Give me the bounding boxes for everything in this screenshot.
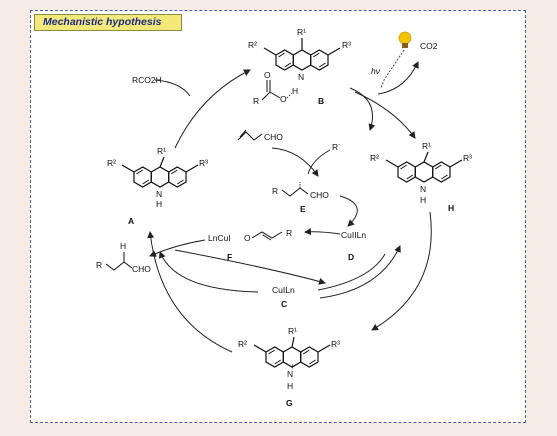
structure-F: LnCuI O R F bbox=[208, 228, 292, 262]
structure-H: R¹ R² R³ N H H bbox=[370, 141, 472, 213]
G-n: N bbox=[287, 369, 293, 379]
structure-G: R¹ R² R³ N + H G bbox=[238, 326, 340, 408]
structure-C: CuILn C bbox=[272, 285, 295, 309]
acrolein-cho: CHO bbox=[264, 132, 283, 142]
structure-A: R¹ R² R³ N H A bbox=[107, 146, 208, 226]
G-r1: R¹ bbox=[288, 326, 297, 336]
A-r3: R³ bbox=[199, 158, 208, 168]
D-label: D bbox=[348, 252, 354, 262]
B-r1: R¹ bbox=[297, 27, 306, 37]
B-o: O bbox=[264, 70, 271, 80]
H-label: H bbox=[448, 203, 454, 213]
G-r3: R³ bbox=[331, 339, 340, 349]
A-r1: R¹ bbox=[157, 146, 166, 156]
H-h: H bbox=[420, 195, 426, 205]
A-label: A bbox=[128, 216, 134, 226]
B-r3: R³ bbox=[342, 40, 351, 50]
product-r: R bbox=[96, 260, 102, 270]
H-r3: R³ bbox=[463, 153, 472, 163]
G-label: G bbox=[286, 398, 293, 408]
C-label: C bbox=[281, 299, 287, 309]
B-h: H bbox=[292, 86, 298, 96]
F-lncu: LnCuI bbox=[208, 233, 231, 243]
F-r: R bbox=[286, 228, 292, 238]
G-plus: + bbox=[290, 361, 295, 371]
diagram-frame bbox=[30, 10, 526, 423]
B-r: R bbox=[253, 96, 259, 106]
H-r2: R² bbox=[370, 153, 379, 163]
C-text: CuILn bbox=[272, 285, 295, 295]
E-r: R bbox=[272, 186, 278, 196]
structure-B: R¹ R² R³ N H R O O B bbox=[248, 27, 351, 106]
radical-label: R˙ bbox=[332, 142, 341, 152]
co2-label: CO2 bbox=[420, 41, 438, 51]
product-cho: CHO bbox=[132, 264, 151, 274]
G-r2: R² bbox=[238, 339, 247, 349]
A-r2: R² bbox=[107, 158, 116, 168]
D-text: CuIILn bbox=[341, 230, 366, 240]
structure-D: CuIILn D bbox=[341, 230, 366, 262]
product-h: H bbox=[120, 241, 126, 251]
A-h: H bbox=[156, 199, 162, 209]
F-o: O bbox=[244, 233, 251, 243]
E-label: E bbox=[300, 204, 306, 214]
hv-label: hν bbox=[371, 66, 381, 76]
G-h: H bbox=[287, 381, 293, 391]
B-label: B bbox=[318, 96, 324, 106]
F-label: F bbox=[227, 252, 232, 262]
rco2h-label: RCO2H bbox=[132, 75, 162, 85]
product-aldehyde: R H CHO bbox=[96, 241, 151, 274]
B-r2: R² bbox=[248, 40, 257, 50]
H-n: N bbox=[420, 184, 426, 194]
E-cho: CHO bbox=[310, 190, 329, 200]
structure-E: R CHO E bbox=[272, 182, 329, 214]
B-o2: O bbox=[280, 94, 287, 104]
light-bulb-icon bbox=[398, 31, 412, 48]
B-n: N bbox=[298, 72, 304, 82]
H-r1: R¹ bbox=[422, 141, 431, 151]
A-n: N bbox=[156, 189, 162, 199]
acrolein: CHO bbox=[237, 129, 283, 142]
diagram-title: Mechanistic hypothesis bbox=[34, 14, 182, 31]
